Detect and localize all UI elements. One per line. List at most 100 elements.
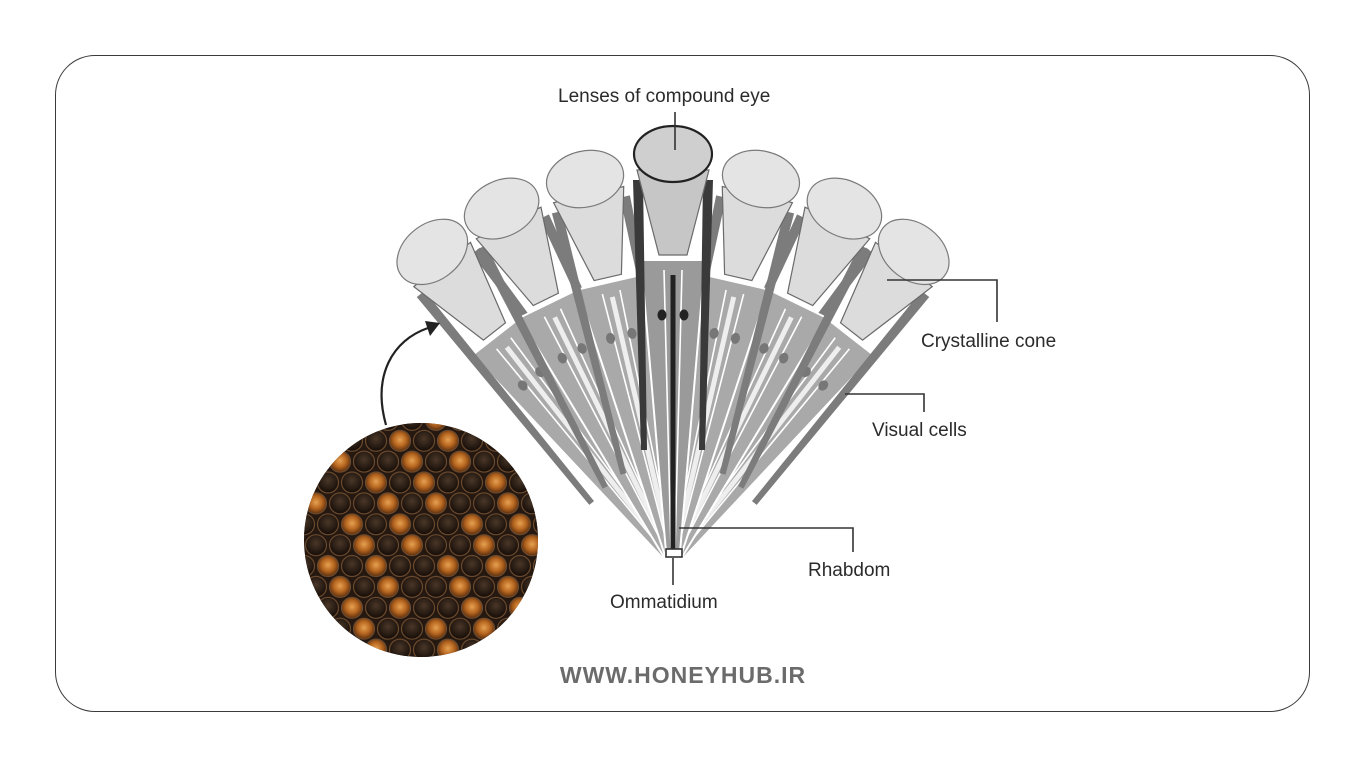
honeycomb-cell [424,575,448,599]
honeycomb-cell [448,534,472,557]
honeycomb-cell [342,389,363,410]
honeycomb-cell [438,389,459,410]
honeycomb-cell [388,513,412,536]
honeycomb-cell [400,450,424,473]
honeycomb-cell [460,554,484,578]
visual-cells-label: Visual cells [872,420,967,441]
honeycomb-cell [496,575,520,599]
honeycomb-cell [364,554,388,578]
honeycomb-cell [462,389,483,410]
honeycomb-cell [508,554,532,578]
honeycomb-cell [436,554,460,578]
website-watermark: WWW.HONEYHUB.IR [559,662,807,688]
honeycomb-cell [318,389,339,410]
honeycomb-cell [496,450,520,473]
honeycomb-cell [400,492,424,515]
honeycomb-cell [328,450,352,473]
honeycomb-cell [520,534,538,557]
honeycomb-cell [436,596,460,619]
honeycomb-cell [496,617,520,640]
honeycomb-cell [460,596,484,619]
honeycomb-photo [270,389,567,657]
honeycomb-cell [328,534,352,557]
honeycomb-cell [472,423,496,431]
honeycomb-cell [282,493,303,514]
honeycomb-cell [352,575,376,599]
honeycomb-cell [316,471,340,494]
honeycomb-cell [304,617,328,640]
curved-arrow [380,326,429,426]
ommatidium-marker [665,548,683,558]
honeycomb-cell [270,514,291,535]
honeycomb-cell [364,638,388,657]
honeycomb-cell [484,596,508,619]
honeycomb-cell [304,554,316,578]
honeycomb-cell [484,638,508,657]
honeycomb-cell [508,513,532,536]
honeycomb-cell [270,389,291,410]
honeycomb-cell [532,513,538,536]
honeycomb-cell [304,534,328,557]
honeycomb-cell [424,450,448,473]
honeycomb-cell [388,596,412,619]
honeycomb-cell [304,575,328,599]
honeycomb-cell [340,596,364,619]
honeycomb-cell [340,513,364,536]
honeycomb-cell [472,492,496,515]
honeycomb-cell [460,638,484,657]
honeycomb-cell [376,423,400,431]
honeycomb-cell [412,554,436,578]
honeycomb-cell [472,450,496,473]
honeycomb-cell [520,450,538,473]
honeycomb-cell [412,513,436,536]
honeycomb-cell [508,429,532,452]
honeycomb-cell [496,492,520,515]
honeycomb-cell [304,429,316,452]
honeycomb-cell [412,638,436,657]
honeycomb-cell [282,409,303,430]
honeycomb-cell [388,429,412,452]
honeycomb-cell [340,554,364,578]
honeycomb-cell [388,638,412,657]
honeycomb-cell [460,513,484,536]
honeycomb-cell [270,472,291,493]
honeycomb-cell [328,423,352,431]
honeycomb-cell [390,389,411,410]
honeycomb-cell [472,534,496,557]
honeycomb-cell [364,471,388,494]
honeycomb-cell [304,638,316,657]
rhabdom-leader-line [679,527,854,552]
honeycomb-cell [484,513,508,536]
honeycomb-cell [282,535,303,556]
honeycomb-cell [316,554,340,578]
honeycomb-cell [496,534,520,557]
honeycomb-cell [546,493,567,514]
honeycomb-cell [282,576,303,597]
ommatidium-label: Ommatidium [610,592,718,613]
honeycomb-cell [376,450,400,473]
honeycomb-cell [328,617,352,640]
honeycomb-cell [414,389,435,410]
honeycomb-cell [352,450,376,473]
honeycomb-cell [448,492,472,515]
highlighted-ommatidium [632,124,714,555]
honeycomb-cell [304,471,316,494]
honeycomb-cell [546,576,567,597]
honeycomb-cell [520,492,538,515]
rhabdom-label: Rhabdom [808,560,891,581]
arrow-head-icon [425,321,440,336]
honeycomb-cell [304,423,328,431]
honeycomb-cell [316,638,340,657]
honeycomb-cell [448,575,472,599]
honeycomb-cell [436,471,460,494]
honeycomb-cell [400,575,424,599]
honeycomb-cell [364,596,388,619]
honeycomb-cell [532,471,538,494]
honeycomb-cell [352,534,376,557]
honeycomb-cell [412,429,436,452]
honeycomb-cell [484,554,508,578]
honeycomb-cell [508,471,532,494]
honeycomb-cell [460,429,484,452]
honeycomb-cell [316,513,340,536]
